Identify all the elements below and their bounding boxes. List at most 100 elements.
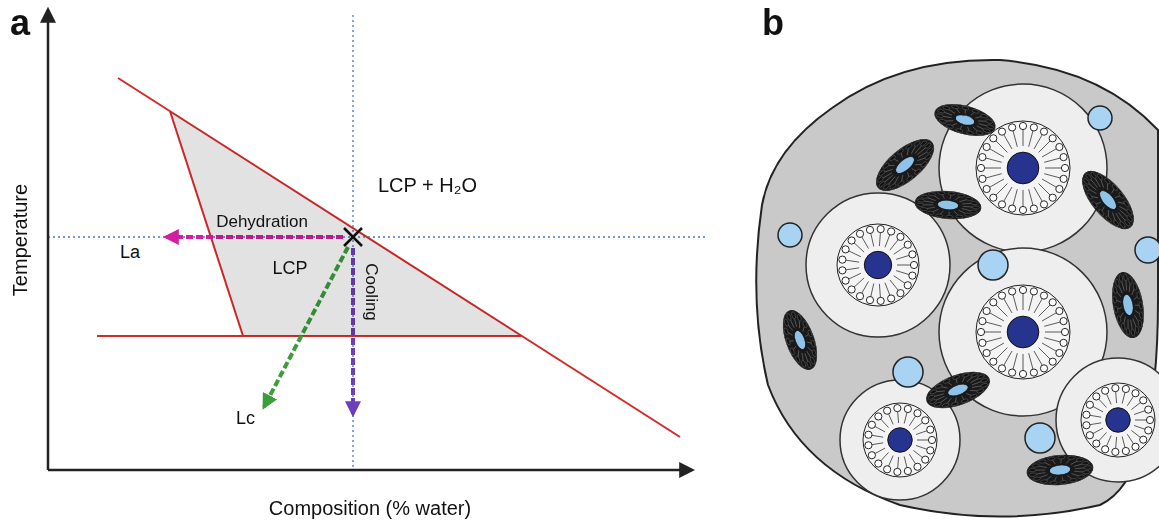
lipid-head <box>1126 328 1130 336</box>
lipid-head <box>961 106 969 111</box>
lipid-head <box>1083 422 1090 429</box>
lipid-head <box>1119 274 1123 282</box>
lipid-head <box>1060 175 1067 182</box>
lipid-head <box>842 246 849 253</box>
lipid-head <box>958 194 965 198</box>
lipid-tail <box>844 268 859 270</box>
lipid-head <box>1102 446 1109 453</box>
lipid-head <box>979 339 986 346</box>
bilayer-surface <box>939 84 1107 252</box>
lipid-head <box>1058 455 1065 459</box>
channel-rim <box>922 365 994 415</box>
water-core <box>792 329 807 351</box>
lipid-head <box>936 214 943 218</box>
lipid-head <box>1136 292 1140 300</box>
lipid-head <box>935 384 943 390</box>
water-core <box>1049 464 1071 476</box>
lipid-head <box>936 113 944 118</box>
lipid-head <box>897 290 904 297</box>
water-pore <box>778 223 802 247</box>
lipid-head <box>802 320 808 328</box>
lipid-tail <box>1042 343 1058 352</box>
lipid-tail <box>1044 174 1061 179</box>
lipid-tail <box>890 238 899 250</box>
lipid-head <box>904 405 911 412</box>
lipid-head <box>1033 477 1040 481</box>
lipid-head <box>1030 124 1037 131</box>
lipid-head <box>884 466 891 473</box>
lipid-tail <box>988 179 1004 188</box>
lipid-head <box>842 277 849 284</box>
lipid-tail <box>894 276 906 284</box>
channel-rim <box>976 285 1070 379</box>
lipid-head <box>920 207 927 211</box>
lipid-tail <box>1042 312 1058 321</box>
lipid-head <box>910 261 917 268</box>
water-core <box>954 113 976 127</box>
region-label: LCP <box>272 258 307 279</box>
lipid-head <box>868 452 875 459</box>
water-channel-side-view <box>776 306 823 374</box>
lipid-head <box>1030 205 1037 212</box>
lipid-head <box>1049 358 1056 365</box>
lipid-head <box>990 135 997 142</box>
lipid-tail <box>1023 354 1024 372</box>
lipid-tail <box>1039 348 1052 361</box>
lipid-head <box>951 401 959 407</box>
lipid-tail <box>988 343 1004 352</box>
lipid-head <box>1040 365 1047 372</box>
lipid-head <box>928 192 935 196</box>
panel-letter: a <box>10 2 30 43</box>
lipid-head <box>980 114 988 119</box>
lipid-head <box>1139 302 1143 310</box>
lipid-head <box>1056 185 1063 192</box>
lipid-head <box>1145 406 1152 413</box>
lipid-head <box>1029 468 1036 472</box>
water-core <box>1106 408 1130 432</box>
lipid-tail <box>1039 184 1052 197</box>
lipid-head <box>980 383 988 389</box>
water-core <box>946 382 970 399</box>
lipid-head <box>1061 328 1068 335</box>
lipid-tail <box>1023 128 1024 146</box>
lipid-head <box>839 267 846 274</box>
lipid-head <box>985 119 993 124</box>
lipid-head <box>1083 470 1090 474</box>
water-channel-top-view <box>863 403 937 477</box>
lipid-tail <box>995 184 1008 197</box>
x-axis <box>48 469 692 472</box>
channel-rim <box>1073 163 1142 237</box>
lipid-head <box>979 154 986 161</box>
lipid-tail <box>885 283 890 297</box>
lipid-head <box>977 164 984 171</box>
lipid-tail <box>1003 297 1012 313</box>
lipid-tail <box>870 284 873 299</box>
axis-title: Temperature <box>9 184 32 296</box>
lipid-head <box>888 228 895 235</box>
lipid-head <box>785 337 791 345</box>
lipid-head <box>943 105 951 110</box>
lipid-tail <box>1034 297 1043 313</box>
lipid-head <box>1040 292 1047 299</box>
lipid-head <box>906 175 914 182</box>
lipid-head <box>917 203 924 207</box>
lipid-head <box>1104 177 1111 185</box>
lipid-head <box>939 119 947 124</box>
y-axis <box>47 10 50 470</box>
lipid-head <box>1032 464 1039 468</box>
lipid-head <box>983 307 990 314</box>
lipid-tail <box>984 322 1001 327</box>
lipid-tail <box>890 280 899 292</box>
lipid-head <box>970 210 977 214</box>
lipid-tail <box>984 174 1001 179</box>
phase-boundary <box>118 78 680 437</box>
lipid-head <box>1115 279 1119 287</box>
water-core <box>888 428 912 452</box>
lipid-head <box>1135 326 1139 334</box>
lipid-head <box>927 447 934 454</box>
lipid-head <box>976 130 984 135</box>
lipid-head <box>905 143 913 150</box>
lipid-tail <box>988 148 1004 157</box>
lipid-head <box>990 299 997 306</box>
lipid-head <box>1019 206 1026 213</box>
